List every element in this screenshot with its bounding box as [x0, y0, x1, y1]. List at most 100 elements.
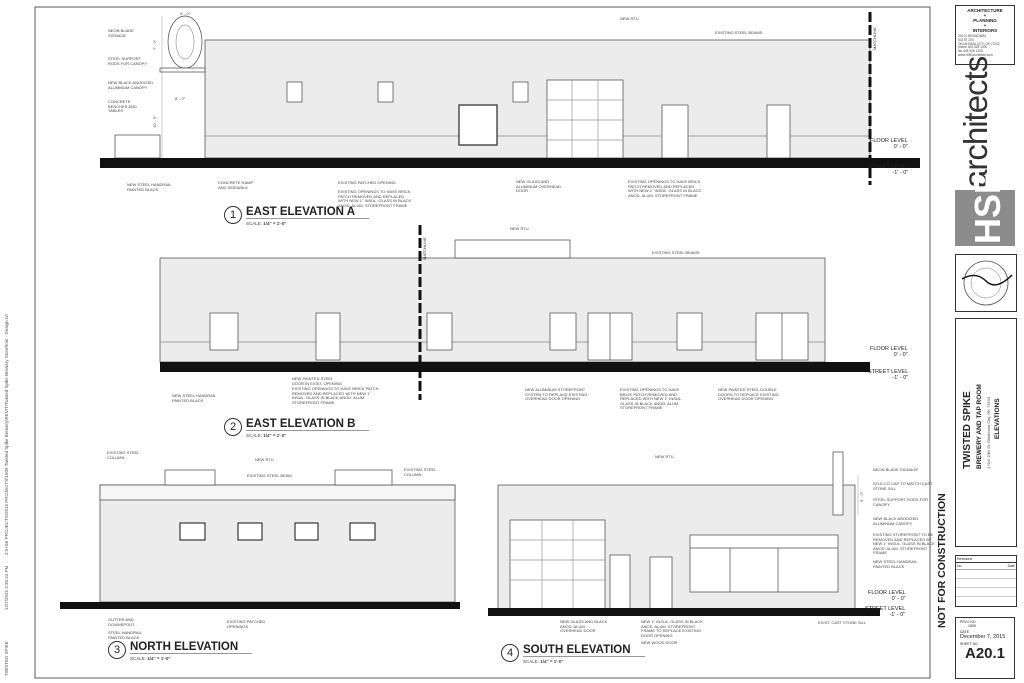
note: NEW STEEL HANDRAIL PAINTED BLACK: [172, 393, 217, 403]
sheet-title: ELEVATIONS: [994, 398, 1001, 439]
note: EXISTING STEEL BEAMS: [715, 30, 763, 35]
note: EXIST. CAST STONE SILL: [818, 620, 867, 625]
street-level-b: STREET LEVEL -1' - 0": [868, 369, 909, 381]
date-label: DATE: [960, 630, 970, 634]
date: December 7, 2015: [960, 634, 1006, 640]
margin-timestamp: 12/7/2015 3:36:24 PM: [4, 565, 9, 610]
note: EXISTING STEEL COLUMN: [404, 467, 437, 477]
note: NEW BLACK ANODIZED ALUMINUM CANOPY: [873, 516, 919, 526]
note: EXISTING PATCHED OPENING: [338, 180, 396, 185]
north-elevation: [60, 469, 460, 609]
matchline-label-b: MATCHLINE: [422, 237, 427, 260]
firm-address: 200 N. BROADWAY SUITE 200 OKLAHOMA CITY,…: [958, 34, 1000, 57]
note: NEW PAINTED STEEL DOUBLE DOORS TO REPLAC…: [718, 387, 779, 402]
note: NEON BLADE SIGNAGE: [873, 467, 919, 472]
rev-date-label: Date: [1007, 564, 1015, 568]
east-elevation-a: [100, 12, 920, 185]
note: EXISTING OPENINGS TO HAVE BRICK PATCH RE…: [292, 386, 379, 405]
hse-logo: [955, 190, 1015, 246]
view-title-4: 4 SOUTH ELEVATION SCALE: 1/4" = 1'-0": [501, 644, 645, 664]
floor-level-s: FLOOR LEVEL 0' - 0": [868, 590, 906, 602]
hse-logo-text: HSE: [967, 169, 1008, 244]
note: NEW PAINTED STEEL DOOR IN EXIST. OPENING: [292, 376, 343, 386]
note: NEW BLACK ANODIZED ALUMINUM CANOPY: [108, 80, 154, 90]
note: EXISTING OPENINGS TO HAVE BRICK PATCH RE…: [628, 179, 702, 198]
note: STEEL SUPPORT RODS FOR CANOPY: [873, 497, 929, 507]
view-number: 4: [501, 644, 519, 662]
sheet-border: [34, 6, 931, 679]
proj-no-label: PROJ NO: [960, 620, 976, 624]
sheet-info-box: PROJ NO 1509 DATE December 7, 2015 SHEET…: [955, 617, 1015, 679]
margin-file-path: Z:\HSE PROJECTS\2015 PROJECTS\1509 Twist…: [4, 314, 9, 555]
matchline-label-a: MATCHLINE: [872, 27, 877, 50]
street-level-s: STREET LEVEL -1' - 0": [865, 606, 906, 618]
note: EXISTING OPENINGS TO HAVE BRICK PATCH RE…: [620, 387, 683, 411]
note: NEW GLASS AND BLACK ANOD. ALUM. OVERHEAD…: [560, 619, 608, 634]
floor-level-b: FLOOR LEVEL 0' - 0": [870, 346, 908, 358]
dim-sign-height: 7' - 0": [152, 39, 157, 50]
note: EXISTING PATCHED OPENINGS: [227, 619, 266, 629]
east-elevation-b: [159, 225, 870, 400]
ground-slab: [100, 158, 920, 168]
not-for-construction: NOT FOR CONSTRUCTION: [936, 493, 948, 628]
note: NEW RTU: [510, 226, 529, 231]
scale-label: SCALE:: [246, 221, 263, 226]
note: NEW RTU: [655, 454, 674, 459]
note: STEEL HANDRAIL PAINTED BLACK: [108, 630, 142, 640]
note: NEW STEEL HANDRAIL PAINTED BLACK: [873, 559, 918, 569]
scale-value: 1/4" = 1'-0": [540, 659, 564, 664]
project-name: TWISTED SPIKE: [962, 391, 973, 469]
firm-box: ARCHITECTURE + PLANNING + INTERIORS 200 …: [955, 5, 1015, 65]
note: NEW RTU: [620, 16, 639, 21]
note: STEEL SUPPORT RODS FOR CANOPY: [108, 56, 148, 66]
floor-level-a: FLOOR LEVEL 0' - 0": [870, 138, 908, 150]
note: NEW GLASS AND ALUMINUM OVERHEAD DOOR: [516, 179, 561, 194]
view-title-3: 3 NORTH ELEVATION SCALE: 1/4" = 1'-0": [108, 641, 253, 661]
note: NEW RTU: [255, 457, 274, 462]
view-title-1: 1 EAST ELEVATION A SCALE: 1/4" = 1'-0": [224, 206, 370, 226]
rev-no-label: No.: [957, 564, 963, 568]
note: GUTTER AND DOWNSPOUT: [108, 617, 135, 627]
note: EXISTING OPENINGS TO HAVE BRICK PATCH RE…: [338, 189, 412, 208]
firm-wordmark: architects: [957, 56, 994, 188]
margin-project: TWISTED SPIKE: [4, 641, 9, 676]
dim-canopy-height: 10' - 0": [152, 115, 157, 128]
view-name: SOUTH ELEVATION: [523, 644, 645, 657]
revisions-table: Revisions No. Date: [955, 555, 1017, 607]
scale-label: SCALE:: [523, 659, 540, 664]
note: NEW ALUMINUM STOREFRONT SYSTEM TO REPLAC…: [525, 387, 588, 402]
street-level-a: STREET LEVEL -1' - 0": [868, 164, 909, 176]
dim-south-top: 3' - 0": [859, 491, 864, 502]
proj-no: 1509: [968, 624, 976, 628]
architect-seal-box: [955, 254, 1017, 312]
sheet-no-label: SHEET NO: [960, 642, 978, 646]
project-subtitle: BREWERY AND TAP ROOM: [976, 384, 983, 469]
note: NEW WOOD DOOR: [641, 640, 678, 645]
note: EXISTING STEEL BEAMS: [652, 250, 700, 255]
note: CONCRETE RAMP AND SIDEWALK: [218, 180, 254, 190]
scale-value: 1/4" = 1'-0": [263, 221, 287, 226]
scale-value: 1/4" = 1'-0": [147, 656, 171, 661]
scale-label: SCALE:: [246, 433, 263, 438]
project-box: TWISTED SPIKE BREWERY AND TAP ROOM 1 NW …: [955, 318, 1017, 547]
view-number: 1: [224, 206, 242, 224]
scale-value: 1/4" = 1'-0": [263, 433, 287, 438]
revisions-label: Revisions: [956, 556, 1016, 563]
sheet-number: A20.1: [964, 645, 1006, 662]
project-address: 1 NW 10th St. Oklahoma City, OK 73103: [986, 396, 991, 469]
view-name: EAST ELEVATION A: [246, 206, 370, 219]
view-number: 2: [224, 418, 242, 436]
view-name: NORTH ELEVATION: [130, 641, 253, 654]
note: STUCCO CAP TO MATCH CAST STONE SILL: [873, 481, 933, 491]
scale-label: SCALE:: [130, 656, 147, 661]
view-number: 3: [108, 641, 126, 659]
note: NEW STEEL HANDRAIL PAINTED BLACK: [127, 182, 172, 192]
architect-seal: [961, 260, 1013, 306]
note: EXISTING STEEL BEAM: [247, 473, 292, 478]
note: NEON BLADE SIGNAGE: [108, 28, 134, 38]
note: CONCRETE BENCHES AND TABLES: [108, 99, 137, 114]
view-name: EAST ELEVATION B: [246, 418, 370, 431]
view-title-2: 2 EAST ELEVATION B SCALE: 1/4" = 1'-0": [224, 418, 370, 438]
note: 8' - 0": [175, 96, 186, 101]
